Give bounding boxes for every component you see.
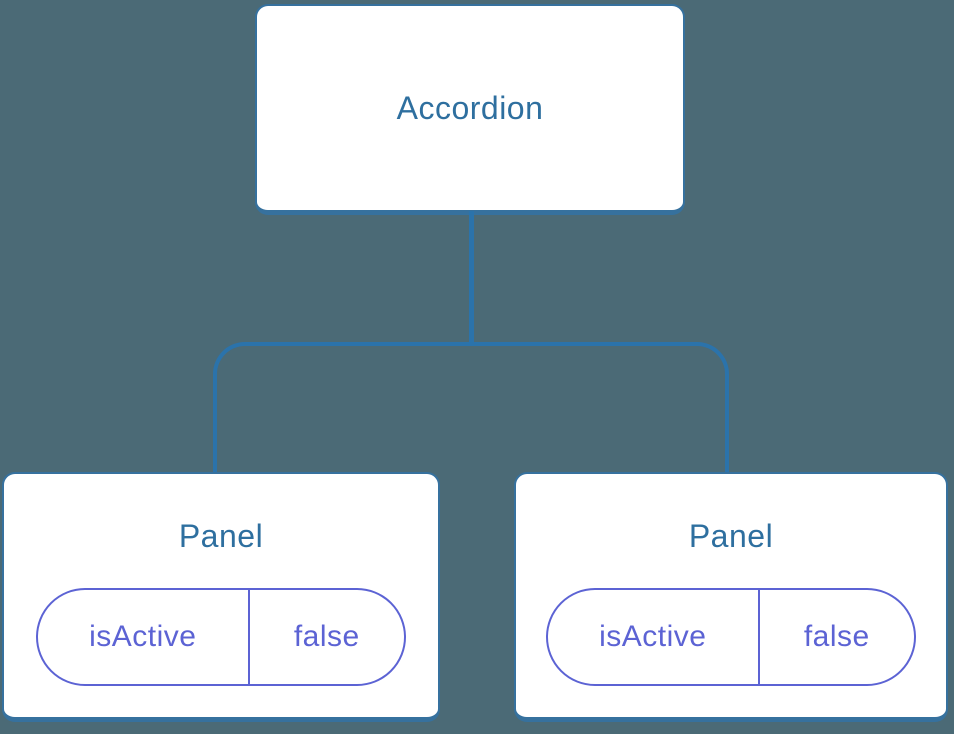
node-panel-left-label: Panel: [178, 518, 264, 554]
node-accordion: Accordion: [255, 4, 685, 215]
node-accordion-label: Accordion: [396, 90, 544, 126]
prop-pill: isActive false: [36, 588, 406, 686]
node-panel-right: Panel isActive false: [514, 472, 948, 722]
prop-name: isActive: [548, 590, 760, 684]
prop-name: isActive: [38, 590, 250, 684]
connector-stem: [469, 211, 474, 346]
connector-branch: [213, 342, 729, 472]
node-panel-left: Panel isActive false: [2, 472, 440, 722]
prop-pill: isActive false: [546, 588, 916, 686]
prop-value: false: [293, 620, 360, 653]
node-panel-right-label: Panel: [688, 518, 774, 554]
prop-value: false: [803, 620, 870, 653]
